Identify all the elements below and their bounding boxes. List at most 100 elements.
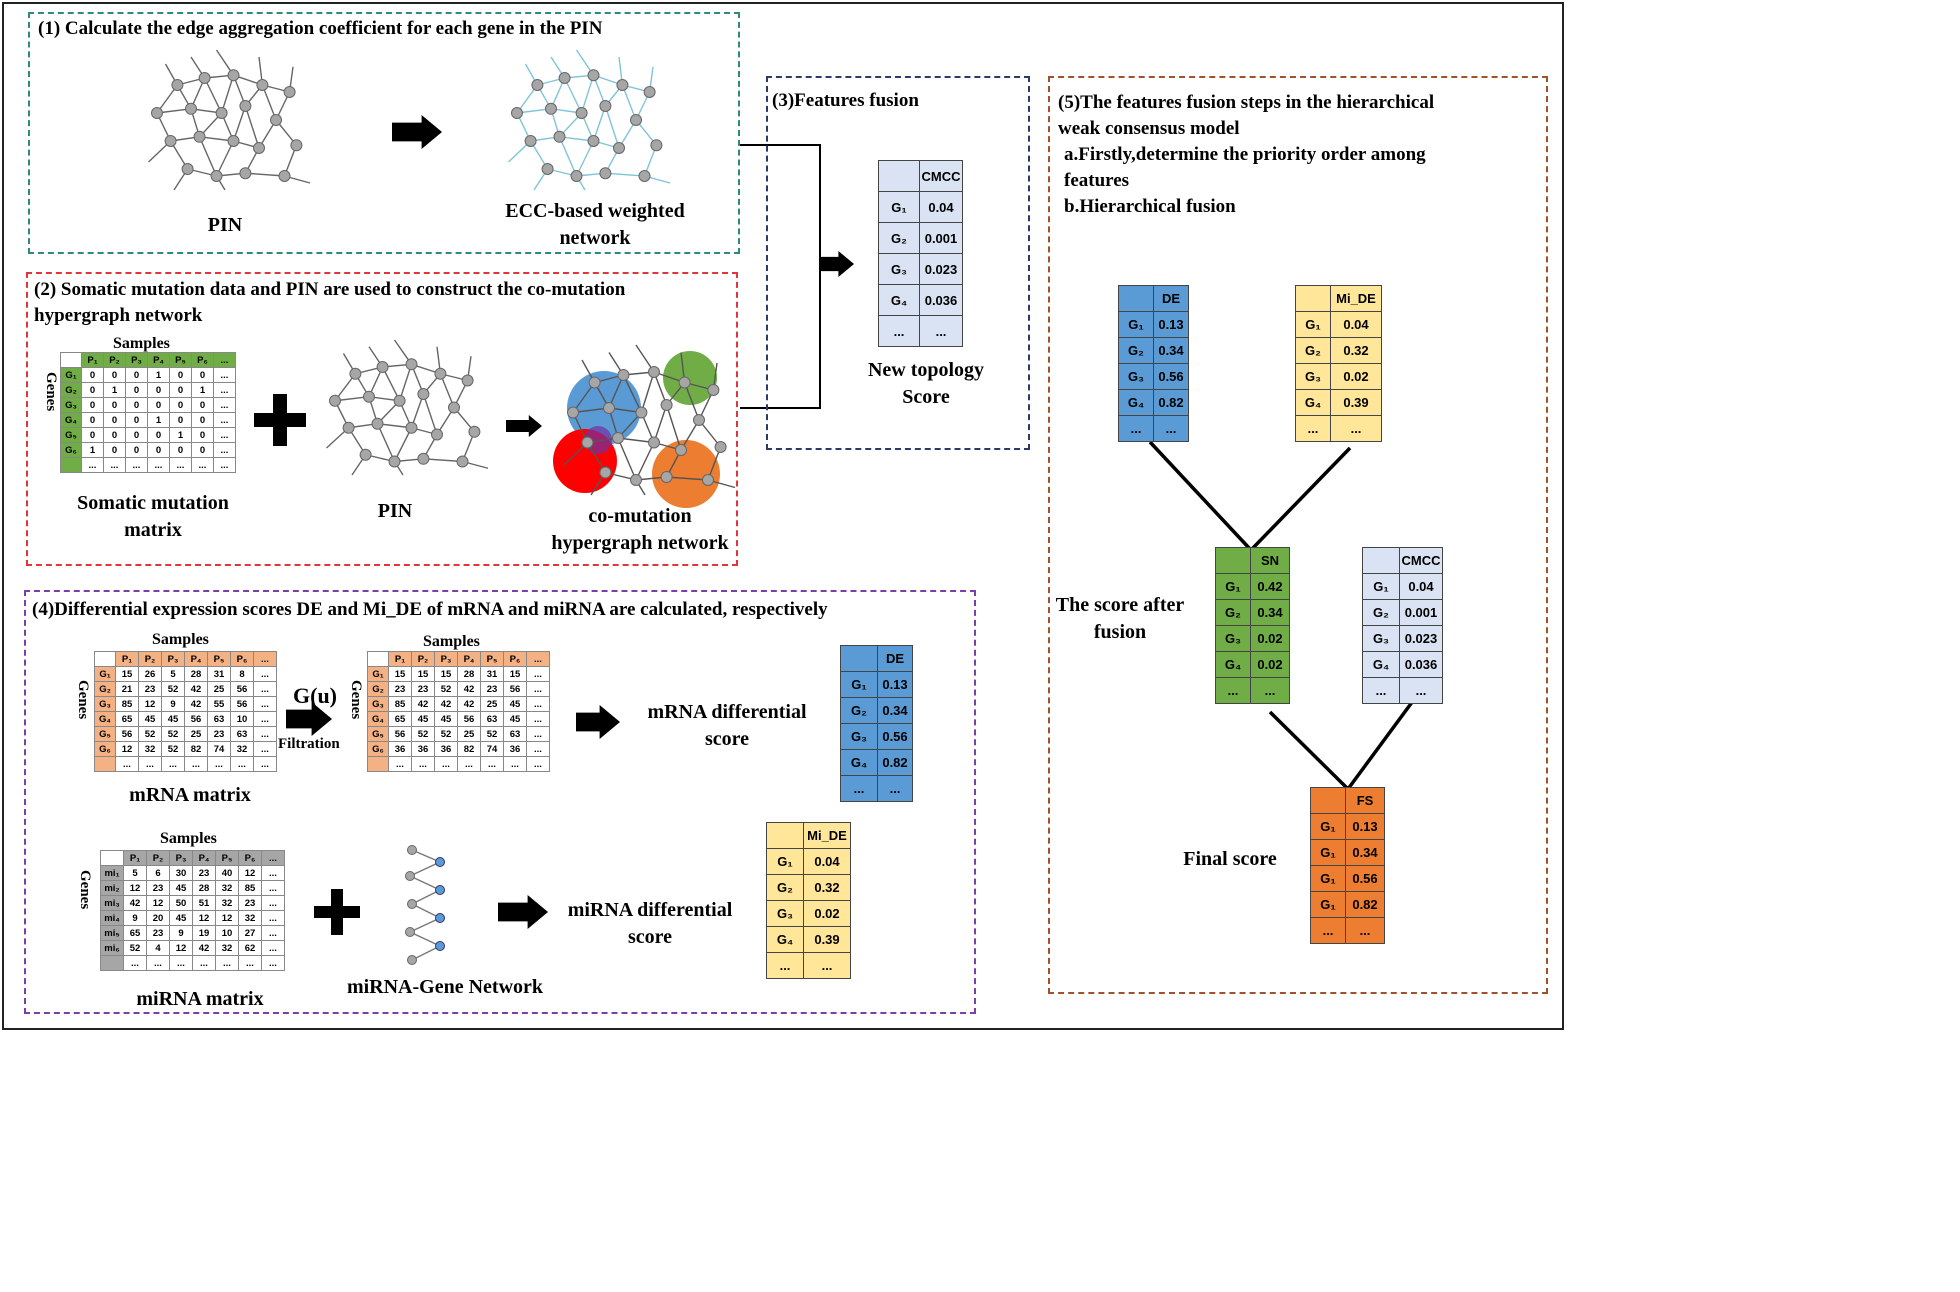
matrix-cell: 42 bbox=[457, 696, 481, 712]
matrix-cell: ... bbox=[253, 741, 277, 757]
score-gene: G₃ bbox=[1295, 363, 1331, 390]
matrix-cell: 85 bbox=[238, 880, 262, 896]
score-gene: G₃ bbox=[766, 900, 804, 927]
matrix-cell: 52 bbox=[434, 681, 458, 697]
pin-network-node bbox=[171, 79, 184, 91]
matrix-cell: ... bbox=[146, 955, 170, 971]
matrix-cell: ... bbox=[192, 955, 216, 971]
connector-to-fusion bbox=[740, 144, 821, 409]
mirna-node bbox=[405, 871, 415, 881]
matrix-cell: 50 bbox=[169, 895, 193, 911]
matrix-cell: 25 bbox=[184, 726, 208, 742]
matrix-cell: 0 bbox=[169, 382, 192, 398]
matrix-col-header: P₆ bbox=[503, 651, 527, 667]
pin-network-2-node bbox=[349, 367, 362, 380]
score-gene: G₂ bbox=[1215, 599, 1251, 626]
matrix-col-header: ... bbox=[253, 651, 277, 667]
matrix-cell: ... bbox=[261, 895, 285, 911]
matrix-cell: 63 bbox=[503, 726, 527, 742]
score-value: 0.34 bbox=[1345, 839, 1385, 866]
score-value: 0.036 bbox=[1399, 651, 1443, 678]
matrix-col-header: ... bbox=[213, 352, 236, 368]
pin-network-node bbox=[227, 135, 240, 147]
matrix-row-header: G₆ bbox=[60, 442, 82, 458]
matrix-cell: 12 bbox=[238, 865, 262, 881]
matrix-cell: 9 bbox=[169, 925, 193, 941]
somatic-matrix-label-line2: matrix bbox=[124, 519, 182, 541]
pin-network-2-node bbox=[434, 367, 447, 380]
step-a-line1: a.Firstly,determine the priority order a… bbox=[1064, 144, 1426, 165]
matrix-cell: 19 bbox=[192, 925, 216, 941]
score-corner bbox=[1215, 547, 1251, 574]
score-value: 0.13 bbox=[1345, 813, 1385, 840]
score-value: 0.32 bbox=[1330, 337, 1382, 364]
matrix-cell: 28 bbox=[184, 666, 208, 682]
matrix-cell: 0 bbox=[191, 367, 214, 383]
step-b: b.Hierarchical fusion bbox=[1064, 196, 1236, 217]
matrix-col-header: P₂ bbox=[103, 352, 126, 368]
matrix-cell: 52 bbox=[480, 726, 504, 742]
matrix-row-header: G₅ bbox=[60, 427, 82, 443]
matrix-cell: ... bbox=[123, 955, 147, 971]
matrix-row-header: G₃ bbox=[94, 696, 116, 712]
hypergraph-label: co-mutation hypergraph network bbox=[530, 503, 750, 557]
somatic-matrix-label: Somatic mutation matrix bbox=[48, 490, 258, 544]
matrix-cell: ... bbox=[253, 696, 277, 712]
matrix-cell: 30 bbox=[169, 865, 193, 881]
matrix-cell: 55 bbox=[207, 696, 231, 712]
matrix-row-header: G₅ bbox=[367, 726, 389, 742]
matrix-cell: 4 bbox=[146, 940, 170, 956]
pin-network-edge bbox=[245, 172, 285, 177]
matrix-cell: 10 bbox=[230, 711, 254, 727]
score-value: 0.04 bbox=[1330, 311, 1382, 338]
matrix-cell: ... bbox=[230, 756, 254, 772]
matrix-cell: ... bbox=[169, 955, 193, 971]
matrix-cell: 20 bbox=[146, 910, 170, 926]
hypergraph-network-edge bbox=[665, 404, 682, 451]
matrix-cell: 1 bbox=[169, 427, 192, 443]
score-value: ... bbox=[1399, 677, 1443, 704]
mirna-edge bbox=[409, 931, 441, 947]
score-gene: G₂ bbox=[878, 222, 920, 254]
ecc-network-edge bbox=[604, 105, 620, 149]
ecc-network-node bbox=[587, 69, 600, 82]
panel-features-fusion-title: (3)Features fusion bbox=[772, 90, 919, 111]
matrix-col-header: P₂ bbox=[146, 850, 170, 866]
score-value: ... bbox=[803, 952, 851, 979]
score-header: FS bbox=[1345, 787, 1385, 814]
gene-node bbox=[435, 941, 445, 951]
matrix-row-header: G₂ bbox=[94, 681, 116, 697]
matrix-row-header: G₁ bbox=[60, 367, 82, 383]
matrix-cell: 1 bbox=[147, 412, 170, 428]
mrna-diff-label: mRNA differential score bbox=[612, 699, 842, 753]
score-gene: G₃ bbox=[878, 253, 920, 285]
matrix-cell: 15 bbox=[503, 666, 527, 682]
matrix-col-header: P₃ bbox=[169, 850, 193, 866]
matrix-cell: 45 bbox=[138, 711, 162, 727]
score-value: 0.02 bbox=[1250, 625, 1290, 652]
score-gene: G₄ bbox=[840, 749, 878, 776]
matrix-row-header: mi₃ bbox=[100, 895, 124, 911]
panel-ecc-title: (1) Calculate the edge aggregation coeff… bbox=[38, 18, 603, 39]
matrix-cell: 42 bbox=[123, 895, 147, 911]
matrix-cell: 23 bbox=[207, 726, 231, 742]
matrix-cell: 74 bbox=[207, 741, 231, 757]
filtration-label: Filtration bbox=[278, 736, 340, 752]
matrix-cell: 45 bbox=[411, 711, 435, 727]
pin-network-2-node bbox=[461, 374, 474, 387]
matrix-cell: 32 bbox=[215, 880, 239, 896]
score-corner bbox=[766, 822, 804, 849]
score-corner bbox=[1118, 285, 1154, 312]
score-gene: ... bbox=[766, 952, 804, 979]
matrix-cell: 65 bbox=[123, 925, 147, 941]
score-value: 0.04 bbox=[803, 848, 851, 875]
matrix-row-header: mi₁ bbox=[100, 865, 124, 881]
score-gene: ... bbox=[1310, 917, 1346, 944]
matrix-cell: 52 bbox=[411, 726, 435, 742]
matrix-cell: 23 bbox=[146, 925, 170, 941]
matrix-cell: 82 bbox=[184, 741, 208, 757]
pin-network-2-node bbox=[405, 358, 418, 371]
matrix-cell: 25 bbox=[480, 696, 504, 712]
score-gene: ... bbox=[1362, 677, 1400, 704]
